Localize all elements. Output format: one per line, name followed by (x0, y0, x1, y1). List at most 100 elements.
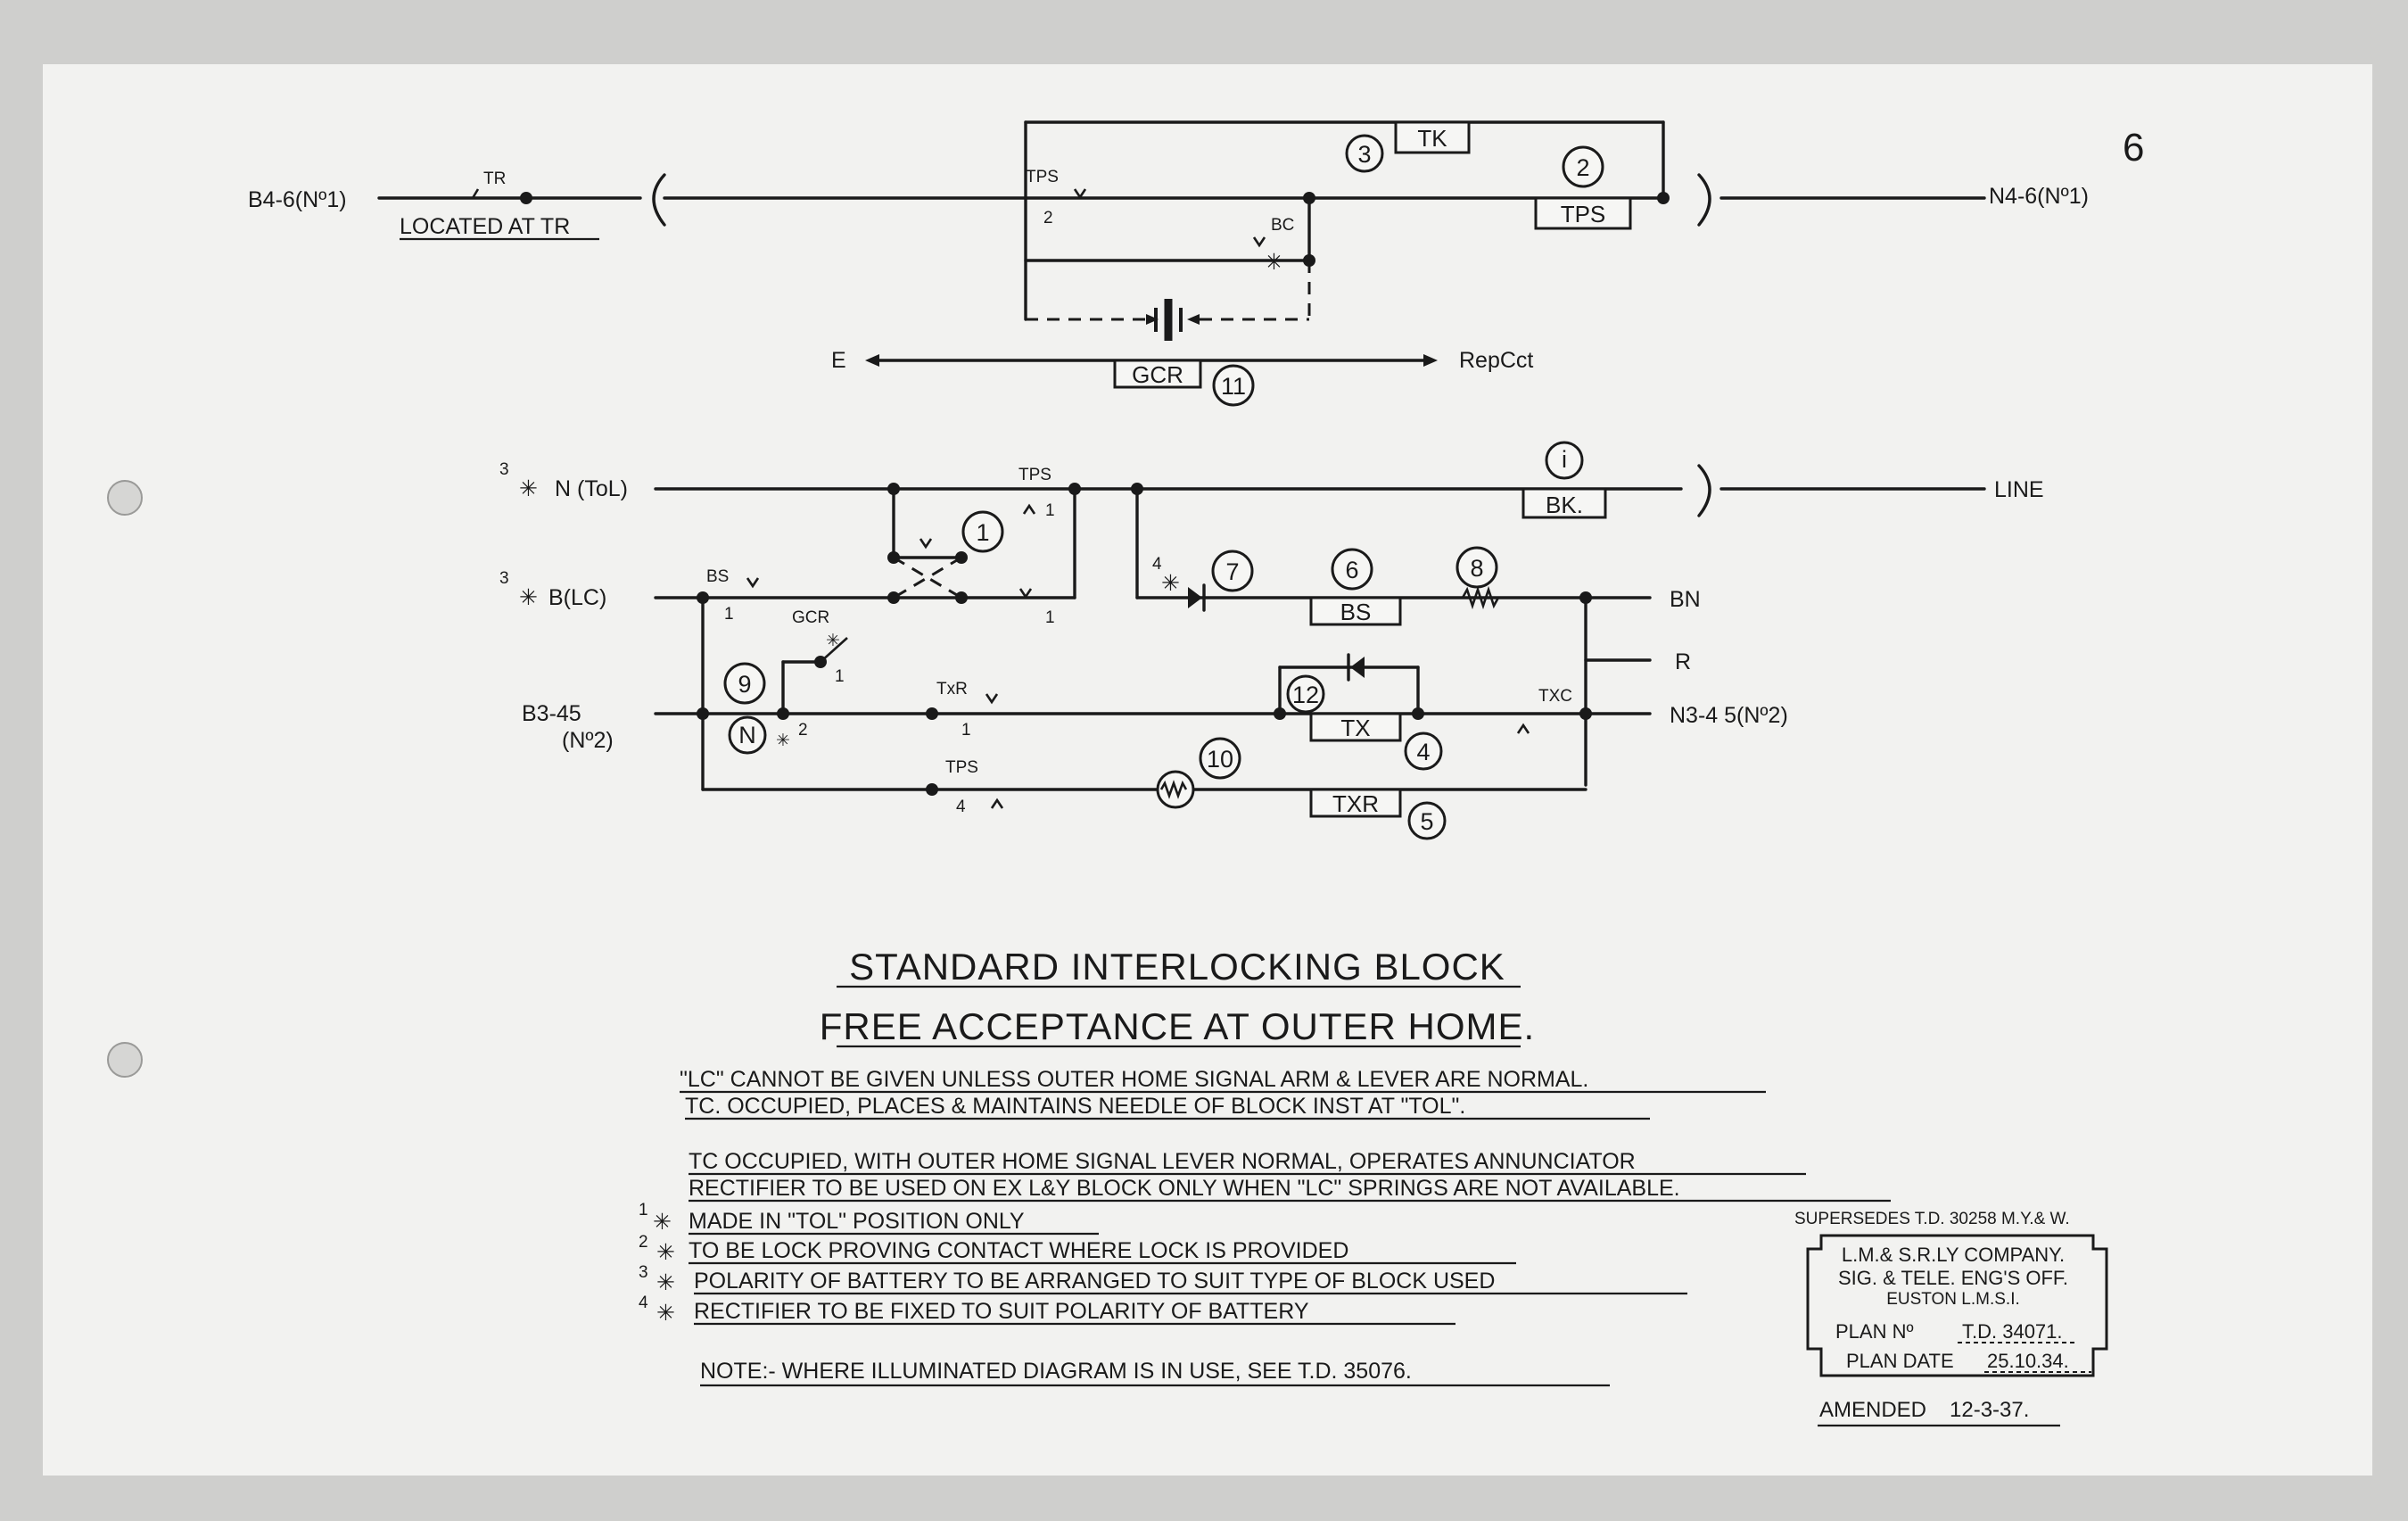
block-circuit: 3 ✳ N (ToL) TPS 1 BK. i LINE 1 3 ✳ B(LC) (499, 441, 2044, 840)
located-at-tr: LOCATED AT TR (400, 214, 570, 239)
tps-upper-label: TPS (1026, 168, 1059, 186)
line-break-left (652, 173, 666, 227)
stamp-border (1806, 1234, 2108, 1377)
gcr-box-label: GCR (1132, 361, 1183, 388)
circle-10: 10 (1207, 746, 1233, 773)
footnote-mark-3: 3 (639, 1263, 648, 1282)
circle-11: 11 (1221, 373, 1246, 400)
circle-2: 2 (1576, 154, 1589, 181)
tr-contact-label: TR (483, 169, 506, 188)
circle-i: i (1562, 446, 1567, 473)
line-label: LINE (1994, 477, 2044, 502)
footnote-star-2: ✳ (656, 1240, 675, 1265)
star-n: ✳ (519, 476, 538, 501)
tk-relay-box (1394, 120, 1471, 154)
footnote-star-4: ✳ (656, 1301, 675, 1326)
bk-label: BK. (1546, 492, 1583, 518)
tps-mid-num: 1 (1045, 501, 1055, 520)
supersedes-note: SUPERSEDES T.D. 30258 M.Y.& W. (1794, 1210, 2070, 1228)
tx-box-label: TX (1340, 715, 1370, 741)
office-stamp: SUPERSEDES T.D. 30258 M.Y.& W. L.M.& S.R… (1794, 1210, 2108, 1427)
circle-6: 6 (1345, 557, 1358, 583)
tps-relay-box (1534, 196, 1632, 230)
footnote-mark-2: 2 (639, 1233, 648, 1252)
punch-hole (107, 1042, 143, 1078)
txr-box-label: TXR (1332, 790, 1379, 817)
plan-date: 25.10.34. (1987, 1350, 2069, 1372)
footnote-mark-1: 1 (639, 1201, 648, 1219)
plan-no: T.D. 34071. (1962, 1320, 2063, 1343)
resistor-8 (1461, 585, 1500, 610)
star-gcr: ✳ (826, 632, 840, 650)
note-1: "LC" CANNOT BE GIVEN UNLESS OUTER HOME S… (680, 1067, 1588, 1092)
circle-4: 4 (1416, 739, 1430, 765)
tps-upper-num: 2 (1043, 209, 1053, 227)
tk-label: TK (1417, 125, 1447, 152)
plan-date-label: PLAN DATE (1846, 1350, 1954, 1372)
footnote-mark-4: 4 (639, 1294, 648, 1312)
bn-label: BN (1670, 587, 1701, 612)
circle-9: 9 (738, 671, 751, 698)
stamp-location: EUSTON L.M.S.I. (1886, 1290, 2020, 1309)
v-num: 1 (1045, 608, 1055, 627)
punch-hole (107, 480, 143, 516)
sup-3a: 3 (499, 460, 509, 479)
b345-label: B3-45 (522, 701, 581, 726)
star-n2: ✳ (776, 732, 790, 750)
circle-1: 1 (976, 519, 989, 546)
title-block: STANDARD INTERLOCKING BLOCK FREE ACCEPTA… (639, 946, 1891, 1387)
star-mark: ✳ (1265, 250, 1283, 275)
txr-contact-label: TxR (936, 680, 968, 699)
tx-relay-box (1309, 712, 1402, 742)
star-b: ✳ (519, 585, 538, 610)
page-number: 6 (2123, 126, 2144, 169)
gcr-relay-box (1113, 359, 1202, 389)
txr-relay-box (1309, 788, 1402, 818)
circle-12: 12 (1292, 682, 1319, 708)
b345-sub: (Nº2) (562, 728, 614, 753)
tps-mid-label: TPS (1018, 466, 1051, 484)
b-lc-label: B(LC) (548, 585, 606, 610)
e-label: E (831, 348, 846, 373)
sup-3b: 3 (499, 569, 509, 588)
plan-no-label: PLAN Nº (1835, 1320, 1914, 1343)
txc-contact-label: TXC (1538, 687, 1572, 706)
terminal-n4-6: N4-6(Nº1) (1989, 184, 2089, 209)
sup-4: 4 (1152, 555, 1162, 574)
note-illuminated: NOTE:- WHERE ILLUMINATED DIAGRAM IS IN U… (700, 1359, 1412, 1384)
r-label: R (1675, 649, 1691, 674)
tps-box-label: TPS (1561, 201, 1606, 227)
top-circuit: B4-6(Nº1) TR LOCATED AT TR TK 3 TPS 2 N4… (248, 120, 2089, 407)
tps-bot-label: TPS (945, 758, 978, 777)
title-line-1: STANDARD INTERLOCKING BLOCK (849, 946, 1505, 988)
footnote-star-1: ✳ (653, 1210, 672, 1235)
footnote-1: MADE IN "TOL" POSITION ONLY (689, 1209, 1025, 1234)
n-circle-label: N (738, 722, 756, 748)
stamp-office: SIG. & TELE. ENG'S OFF. (1838, 1267, 2068, 1289)
amended-date: 12-3-37. (1950, 1398, 2029, 1422)
footnote-3: POLARITY OF BATTERY TO BE ARRANGED TO SU… (694, 1269, 1495, 1294)
bk-box (1521, 487, 1607, 519)
bs-num: 1 (724, 605, 734, 624)
gcr-num: 1 (835, 667, 845, 686)
note-3: TC OCCUPIED, WITH OUTER HOME SIGNAL LEVE… (689, 1149, 1636, 1174)
footnote-star-3: ✳ (656, 1270, 675, 1295)
footnote-2: TO BE LOCK PROVING CONTACT WHERE LOCK IS… (689, 1238, 1348, 1263)
repcct-label: RepCct (1459, 348, 1533, 373)
bs-contact-label: BS (706, 567, 729, 586)
circle-8: 8 (1470, 555, 1483, 582)
circle-3: 3 (1357, 141, 1371, 168)
line-break-right (1697, 173, 1711, 227)
txr-num: 1 (961, 721, 971, 740)
bs-relay-box (1309, 596, 1402, 626)
gcr-contact-label: GCR (792, 608, 829, 627)
title-line-2: FREE ACCEPTANCE AT OUTER HOME. (820, 1005, 1535, 1047)
star-rect: ✳ (1161, 571, 1180, 596)
bc-label: BC (1271, 216, 1294, 235)
terminal-b4-6: B4-6(Nº1) (248, 187, 347, 212)
tps-bot-num: 4 (956, 798, 966, 816)
sup-2: 2 (798, 721, 808, 740)
amended-label: AMENDED (1819, 1398, 1926, 1422)
